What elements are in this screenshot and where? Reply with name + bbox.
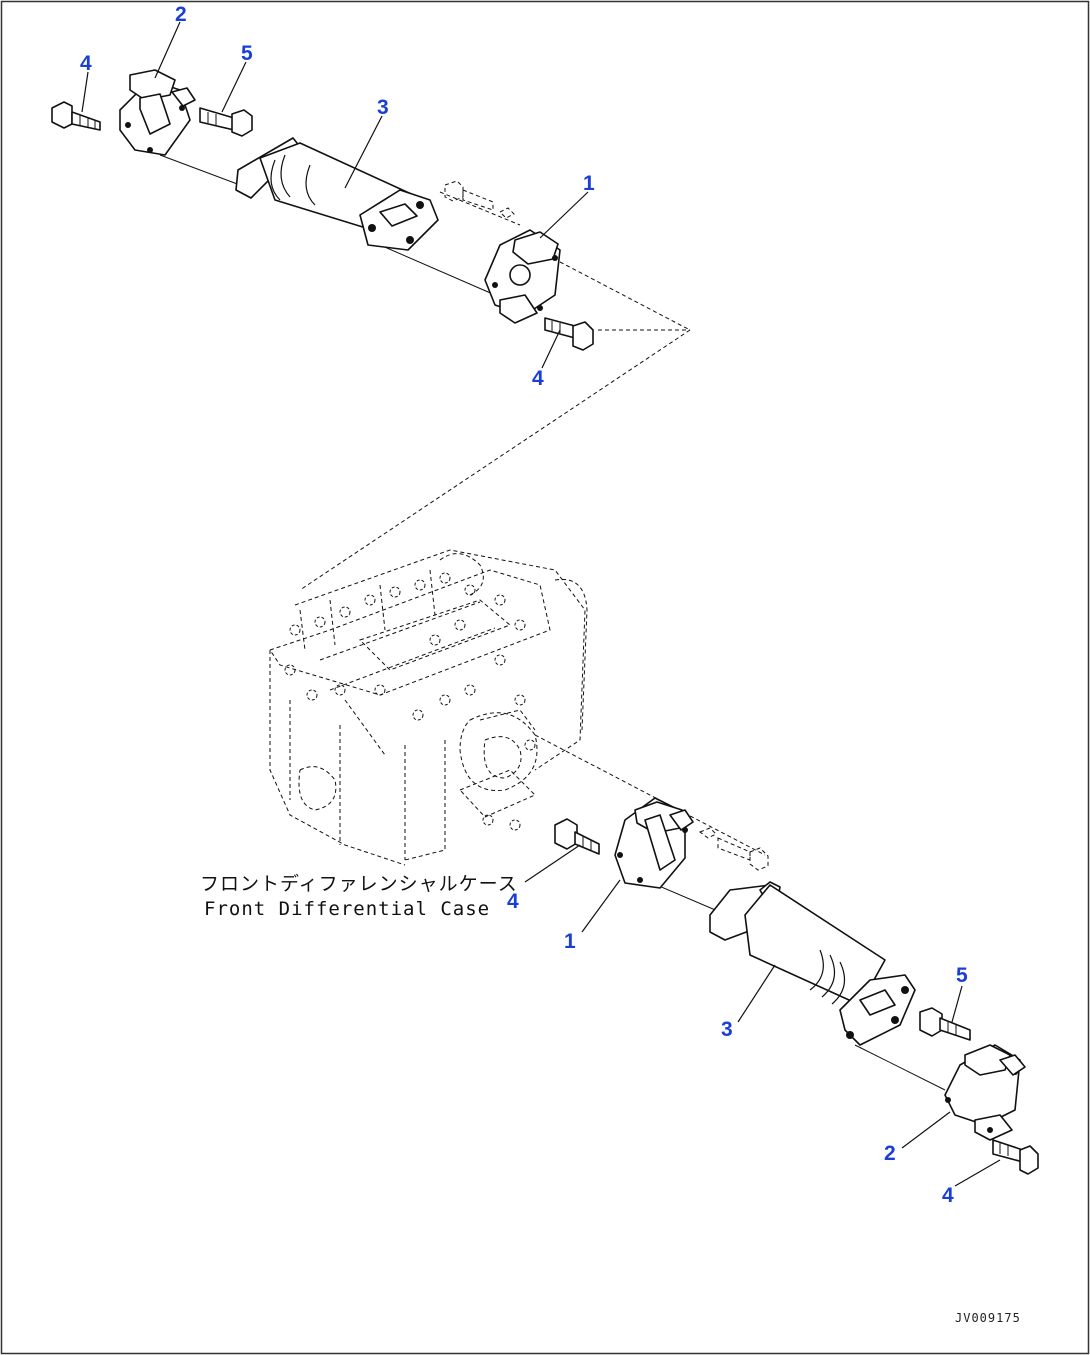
bottom-universal-joint-1 bbox=[614, 797, 694, 889]
callout-leaders bbox=[81, 21, 1001, 1187]
case-label-japanese: フロントディファレンシャルケース bbox=[200, 873, 518, 895]
bottom-universal-joint-2 bbox=[944, 1044, 1026, 1141]
bottom-dashed-bolt bbox=[698, 827, 769, 871]
top-bolt-5 bbox=[199, 107, 253, 137]
callout-top-2: 2 bbox=[175, 3, 187, 26]
top-bolt-4-right bbox=[544, 317, 594, 351]
top-bolt-4-left bbox=[51, 101, 101, 131]
front-differential-case bbox=[269, 549, 766, 866]
bottom-bolt-5 bbox=[919, 1007, 971, 1041]
top-universal-joint-2 bbox=[119, 69, 196, 156]
callout-top-1: 1 bbox=[583, 172, 595, 195]
bottom-drive-shaft-3 bbox=[709, 881, 916, 1046]
callout-top-4-right: 4 bbox=[532, 367, 544, 390]
callout-top-3: 3 bbox=[377, 96, 389, 119]
top-drive-shaft-3 bbox=[235, 137, 439, 251]
case-label-english: Front Differential Case bbox=[204, 898, 490, 920]
callout-bottom-4: 4 bbox=[507, 890, 519, 913]
bottom-bolt-4-right bbox=[992, 1139, 1039, 1175]
callout-bottom-1: 1 bbox=[564, 930, 576, 953]
callout-bottom-5: 5 bbox=[956, 964, 968, 987]
bottom-bolt-4 bbox=[554, 818, 600, 855]
callout-bottom-2: 2 bbox=[884, 1142, 896, 1165]
callout-top-5: 5 bbox=[241, 42, 253, 65]
top-universal-joint-1 bbox=[484, 229, 561, 324]
callout-bottom-4-right: 4 bbox=[942, 1184, 954, 1207]
callout-bottom-3: 3 bbox=[721, 1018, 733, 1041]
callout-top-4-left: 4 bbox=[80, 52, 92, 75]
drawing-id: JV009175 bbox=[955, 1311, 1021, 1325]
top-guide-lines bbox=[159, 154, 691, 591]
top-dashed-bolt bbox=[444, 180, 515, 219]
